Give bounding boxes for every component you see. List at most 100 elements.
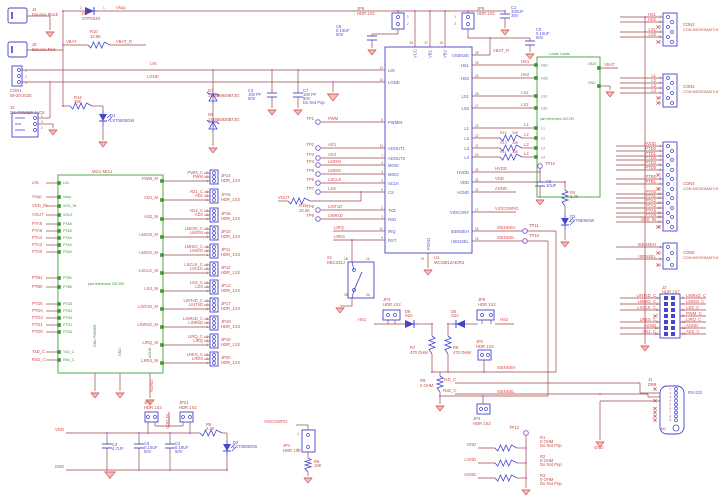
junction-dot: [564, 181, 566, 183]
label-hdr-1x3: HDR_1X3: [221, 270, 241, 275]
label-hs2: HS2: [648, 17, 657, 22]
label-9: 9: [669, 418, 671, 422]
ground-symbol-icon: [335, 307, 345, 314]
label-hdr-1x2: HDR 1X2: [476, 344, 494, 349]
label-lsclk-c: LSCLK_C: [637, 305, 656, 310]
label-jp5: JP5: [478, 297, 486, 302]
junction-dot: [189, 432, 191, 434]
label-8: 8: [659, 177, 661, 181]
label-loads-loads: Loads Loads: [549, 52, 570, 56]
switch-stem: [351, 261, 355, 271]
dc-power-jack: [11, 112, 39, 138]
label-vdd: VDD: [460, 180, 469, 185]
label-1smb5930bt3g: 1SMB5930BT3G: [208, 117, 240, 122]
pin: [212, 209, 216, 213]
label-lirq-c: LIRQ_C: [686, 317, 701, 322]
label-2: 2: [206, 231, 208, 235]
label-14: 14: [657, 206, 661, 210]
junction-dot: [106, 469, 108, 471]
label-hdr-1x2: HDR 1X2: [383, 302, 401, 307]
label-l4: L4: [651, 88, 656, 93]
capacitor: [293, 92, 303, 98]
label-26: 26: [439, 41, 443, 45]
label-22: 22: [475, 134, 479, 138]
label-ad2: AD2: [195, 212, 204, 217]
no-connect-x-icon: [656, 25, 660, 29]
label-stps340: STPS340: [82, 16, 101, 21]
label-10: 10: [379, 227, 383, 231]
pin: [670, 263, 674, 267]
label-2: 2: [206, 267, 208, 271]
label-11: 11: [380, 144, 384, 148]
junction-dot: [447, 323, 449, 325]
label-agnd: AGND: [148, 347, 152, 358]
pin-square: [57, 243, 61, 247]
label-330uf: 330UF: [511, 9, 524, 14]
zener-diode: [206, 119, 220, 132]
label-hdr-1x2: HDR 1X2: [283, 448, 301, 453]
label-1: 1: [103, 6, 105, 10]
label-r8: R8: [453, 345, 459, 350]
label-4-7uf: 4.7UF: [112, 446, 124, 451]
label-11: 11: [658, 192, 662, 196]
ground-symbol-icon: [640, 345, 650, 352]
j3-pin: [664, 302, 668, 306]
pin: [670, 206, 674, 210]
label-tp7: TP7: [306, 186, 314, 191]
label-3: 3: [381, 170, 383, 174]
resistor: [494, 474, 518, 482]
resistor: [199, 429, 223, 437]
label-vdd-in: VDD_IN: [165, 414, 170, 429]
label-con4: CON4: [683, 181, 695, 186]
label-ptb0: PTB0: [63, 285, 72, 289]
label-12: 12: [682, 326, 686, 330]
label-0-10uf: 0.10UF: [336, 28, 350, 33]
label-ls2: LS2: [521, 102, 529, 107]
label-linrxd-m: LINRxD_M: [138, 322, 159, 327]
label-lres-m: LRES_M: [141, 358, 158, 363]
label-jp21: JP21: [179, 400, 189, 405]
label-15: 15: [657, 211, 661, 215]
capacitor: [525, 40, 535, 46]
testpoint-icon: [315, 145, 321, 151]
label-lss-m: LSS_M: [144, 286, 158, 291]
jumper-jp13: [209, 279, 219, 295]
pin: [674, 398, 678, 403]
pin-square: [57, 250, 61, 254]
label-txd-c: TxD_C: [443, 377, 456, 382]
jumper-jp1: [301, 429, 316, 453]
pin: [212, 303, 216, 307]
label-6: 6: [659, 40, 661, 44]
pin: [466, 15, 470, 19]
pin: [466, 22, 470, 26]
ground-symbol-icon: [560, 241, 570, 248]
junction-dot: [429, 10, 431, 12]
label-l4: L4: [464, 155, 469, 160]
j3-pin: [664, 314, 668, 318]
no-connect-x-icon: [653, 418, 657, 423]
pin-square: [160, 307, 164, 311]
pin: [666, 25, 670, 29]
junction-dot: [138, 469, 140, 471]
j3-pin: [664, 308, 668, 312]
no-connect-x-icon: [653, 398, 657, 403]
label-ptd1: PTD1: [32, 322, 43, 327]
label-1a: 1A: [366, 257, 371, 261]
label-ad1: AD1: [195, 193, 204, 198]
j3-pin: [671, 332, 675, 336]
pin: [666, 182, 670, 186]
label-txd: TxD: [388, 208, 396, 213]
label-isenseh: ISENSEH: [638, 242, 656, 247]
label-vsense: VSENSE: [452, 53, 469, 58]
label-2: 2: [454, 22, 456, 26]
pin: [479, 407, 483, 411]
pin: [670, 187, 674, 191]
label-3: 3: [206, 209, 208, 213]
label-c7: C7: [303, 88, 309, 93]
label-ptd4: PTD4: [645, 160, 656, 165]
label-2b: 2B: [344, 293, 348, 297]
label-ptd3: PTD3: [63, 316, 72, 320]
label-10uf: 10UF: [546, 183, 557, 188]
label-hdr-1x2: HDR 1X2: [477, 11, 495, 16]
